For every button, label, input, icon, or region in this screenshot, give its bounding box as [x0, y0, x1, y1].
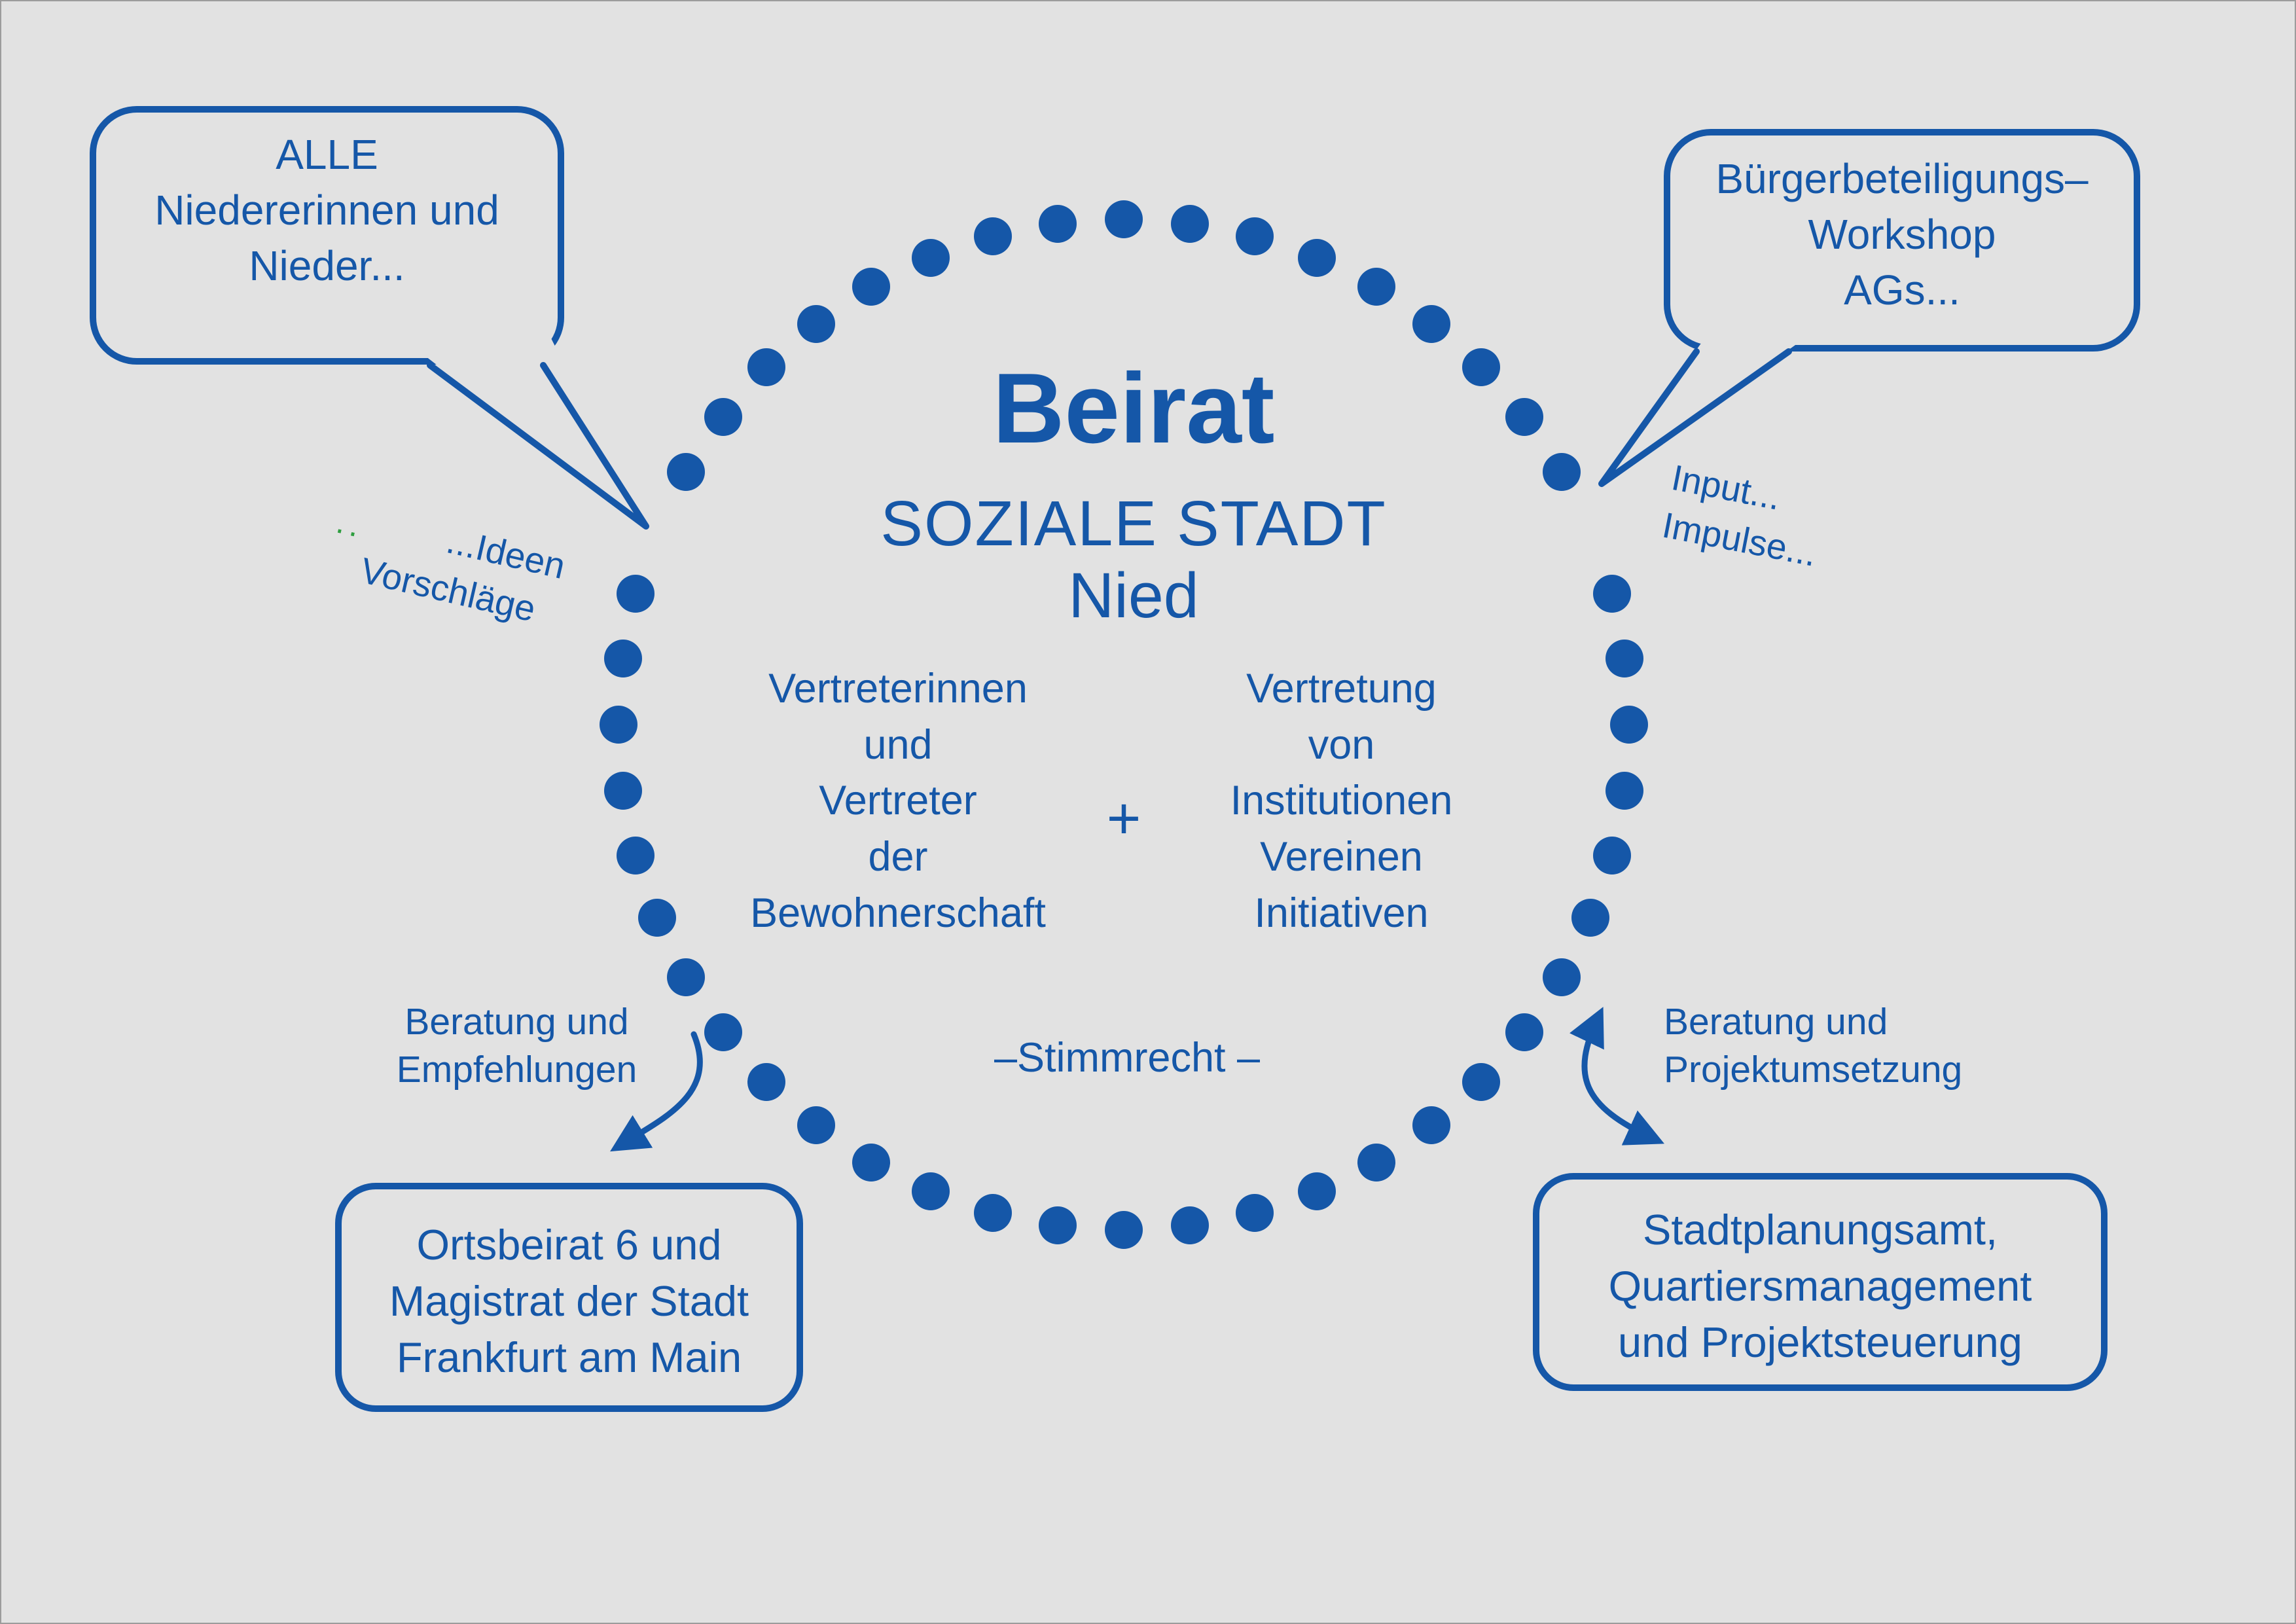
- green-dots-mark: ··: [331, 509, 366, 552]
- voting-right-note: –Stimmrecht –: [994, 1035, 1261, 1081]
- ring-dot: [911, 238, 950, 277]
- bubble-line: Nieder...: [249, 242, 405, 290]
- ring-dot: [1592, 836, 1631, 875]
- right-column-line: Initiativen: [1254, 890, 1429, 936]
- ring-dot: [1571, 899, 1610, 937]
- left-column-line: der: [868, 834, 928, 880]
- ring-dot: [852, 268, 890, 306]
- box-line: Stadtplanungsamt,: [1642, 1206, 1998, 1254]
- ring-dot: [704, 398, 742, 437]
- right-column-institutions: Vertretung von Institutionen Vereinen In…: [1153, 661, 1530, 941]
- ring-dot: [1542, 453, 1581, 491]
- ring-dot: [1235, 217, 1274, 256]
- label-line: Beratung und: [1664, 1001, 1888, 1043]
- right-double-arrow: [1569, 1007, 1664, 1146]
- ring-dot: [617, 575, 655, 613]
- ring-dot: [1605, 640, 1644, 678]
- ring-dot: [1542, 958, 1581, 996]
- bubble-line: Niedererinnen und: [154, 187, 499, 234]
- label-line: Empfehlungen: [396, 1048, 637, 1091]
- ring-dot: [600, 706, 637, 744]
- speech-bubble-workshops: Bürgerbeteiligungs– Workshop AGs...: [1664, 129, 2140, 352]
- ring-dot: [1039, 204, 1077, 243]
- ring-dot: [747, 1062, 786, 1101]
- subtitle-soziale-stadt: SOZIALE STADT: [880, 488, 1387, 559]
- subtitle-nied: Nied: [1068, 560, 1199, 631]
- ring-dot: [852, 1143, 890, 1182]
- box-line: Frankfurt am Main: [396, 1333, 742, 1381]
- label-ideen-vorschlaege: ...Ideen Vorschläge: [356, 499, 633, 653]
- box-line: und Projektsteuerung: [1618, 1318, 2022, 1366]
- right-column-line: von: [1308, 721, 1375, 768]
- ring-dot: [667, 453, 706, 491]
- ring-dot: [603, 771, 642, 810]
- ring-dot: [1298, 238, 1336, 277]
- label-input-impulse: Input... Impulse...: [1659, 453, 1960, 604]
- bubble-line: Bürgerbeteiligungs–: [1715, 155, 2089, 202]
- ring-dot: [1462, 348, 1500, 387]
- ring-dot: [667, 958, 706, 996]
- label-beratung-projektumsetzung: Beratung und Projektumsetzung: [1664, 998, 2017, 1094]
- left-column-line: Vertreter: [819, 778, 977, 824]
- ring-dot: [974, 1193, 1013, 1232]
- ring-dot: [1605, 771, 1644, 810]
- ring-dot: [1170, 204, 1209, 243]
- ring-dot: [704, 1013, 742, 1051]
- ring-dot: [1357, 1143, 1395, 1182]
- ring-dot: [1412, 304, 1450, 343]
- left-column-line: Bewohnerschaft: [750, 890, 1046, 936]
- ring-dot: [603, 640, 642, 678]
- ring-dot: [1039, 1206, 1077, 1245]
- left-column-line: und: [863, 721, 933, 768]
- ring-dot: [1412, 1106, 1450, 1145]
- plus-sign: +: [1106, 786, 1141, 852]
- ring-dot: [1505, 1013, 1544, 1051]
- ring-dot: [1462, 1062, 1500, 1101]
- label-line: Beratung und: [404, 1001, 629, 1043]
- ring-dot: [1235, 1193, 1274, 1232]
- ring-dot: [797, 304, 836, 343]
- page-title: Beirat: [992, 353, 1275, 464]
- box-line: Quartiersmanagement: [1608, 1261, 2032, 1310]
- bubble-line: Workshop: [1808, 211, 1996, 259]
- ring-dot: [797, 1106, 836, 1145]
- ring-dot: [1298, 1172, 1336, 1211]
- box-ortsbeirat-magistrat: Ortsbeirat 6 und Magistrat der Stadt Fra…: [335, 1183, 803, 1412]
- bubble-line: AGs...: [1844, 266, 1960, 314]
- ring-dot: [1170, 1206, 1209, 1245]
- ring-dot: [747, 348, 786, 387]
- label-beratung-empfehlungen: Beratung und Empfehlungen: [394, 998, 639, 1094]
- right-column-line: Vereinen: [1260, 834, 1423, 880]
- box-line: Ortsbeirat 6 und: [416, 1221, 722, 1269]
- left-bubble-tail: [427, 362, 649, 530]
- right-column-line: Institutionen: [1230, 778, 1453, 824]
- label-line: Projektumsetzung: [1664, 1048, 1963, 1091]
- speech-bubble-residents: ALLE Niedererinnen und Nieder...: [90, 106, 564, 365]
- ring-dot: [974, 217, 1013, 256]
- ring-dot: [1505, 398, 1544, 437]
- ring-dot: [911, 1172, 950, 1211]
- bubble-line: ALLE: [276, 131, 378, 178]
- ring-dot: [617, 836, 655, 875]
- ring-dot: [1105, 200, 1143, 238]
- left-column-line: Vertreterinnen: [768, 666, 1028, 712]
- right-column-line: Vertretung: [1246, 666, 1437, 712]
- box-line: Magistrat der Stadt: [389, 1276, 749, 1325]
- left-column-residents: Vertreterinnen und Vertreter der Bewohne…: [695, 661, 1101, 941]
- ring-dot: [1592, 575, 1631, 613]
- ring-dot: [637, 899, 676, 937]
- box-stadtplanungsamt: Stadtplanungsamt, Quartiersmanagement un…: [1533, 1173, 2108, 1391]
- ring-dot: [1105, 1211, 1143, 1249]
- ring-dot: [1610, 706, 1648, 744]
- ring-dot: [1357, 268, 1395, 306]
